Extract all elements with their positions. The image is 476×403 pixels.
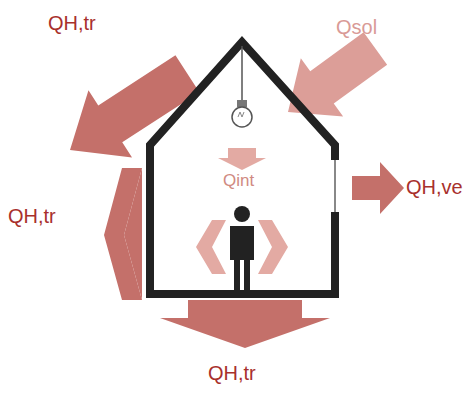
person-head	[234, 206, 250, 222]
internal-gain-arrow	[196, 220, 226, 274]
flow-label: QH,ve	[406, 176, 463, 198]
window	[334, 160, 336, 212]
person-body	[230, 226, 254, 290]
flow-label: Qsol	[336, 16, 377, 38]
internal-gain-arrow	[258, 220, 288, 274]
flow-label: QH,tr	[208, 362, 256, 384]
transmission-arrow	[160, 300, 330, 348]
bulb-cord	[241, 46, 243, 100]
flow-label: Qint	[223, 170, 254, 192]
ventilation-arrow	[352, 162, 404, 214]
light-bulb	[232, 107, 252, 127]
transmission-arrow	[104, 168, 142, 300]
transmission-arrow	[48, 40, 209, 183]
bulb-socket	[237, 100, 247, 107]
flow-label: QH,tr	[48, 12, 96, 34]
house-outline	[150, 42, 335, 294]
internal-gain-arrow	[218, 148, 266, 170]
transmission-arrow	[124, 168, 142, 300]
flow-label: QH,tr	[8, 205, 56, 227]
bulb-filament	[238, 112, 244, 117]
